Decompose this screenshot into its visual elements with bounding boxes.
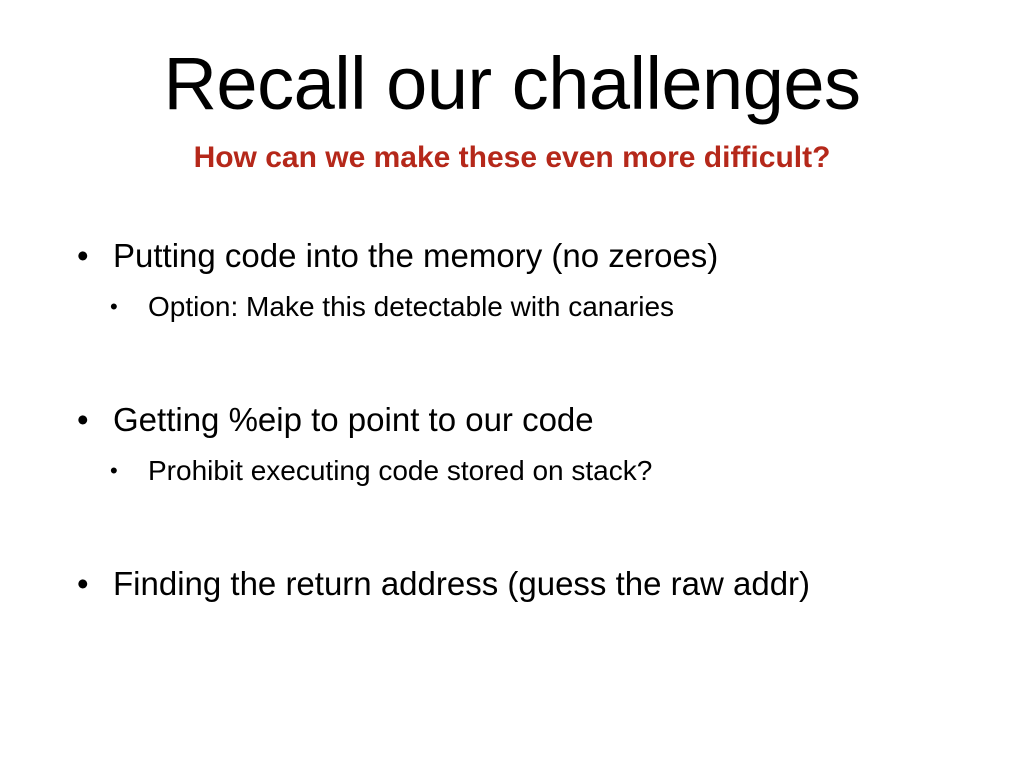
bullet-dot-icon: • — [110, 458, 118, 484]
title-block: Recall our challenges How can we make th… — [0, 42, 1024, 175]
page-subtitle: How can we make these even more difficul… — [193, 141, 831, 175]
sub-list-item: • Prohibit executing code stored on stac… — [0, 454, 1024, 488]
sub-list-item-label: Option: Make this detectable with canari… — [148, 291, 675, 323]
list-item-label: Putting code into the memory (no zeroes) — [113, 237, 719, 274]
bullet-group: • Putting code into the memory (no zeroe… — [0, 236, 1024, 324]
list-item-label: Getting %eip to point to our code — [113, 400, 594, 438]
bullet-group: • Getting %eip to point to our code • Pr… — [0, 400, 1024, 488]
sub-list-item-label: Prohibit executing code stored on stack? — [148, 455, 653, 487]
sub-list-item: • Option: Make this detectable with cana… — [0, 290, 1024, 324]
list-item-label: Finding the return address (guess the ra… — [113, 564, 811, 602]
bullet-group: • Finding the return address (guess the … — [0, 564, 1024, 604]
bullet-dot-icon: • — [77, 237, 89, 274]
bullet-dot-icon: • — [77, 400, 89, 438]
bullet-list: • Putting code into the memory (no zeroe… — [0, 236, 1024, 604]
page-title: Recall our challenges — [163, 42, 861, 125]
list-item: • Putting code into the memory (no zeroe… — [0, 236, 1024, 276]
list-item: • Getting %eip to point to our code — [0, 400, 1024, 440]
bullet-dot-icon: • — [77, 564, 89, 602]
bullet-dot-icon: • — [110, 294, 118, 320]
list-item: • Finding the return address (guess the … — [0, 564, 1024, 604]
